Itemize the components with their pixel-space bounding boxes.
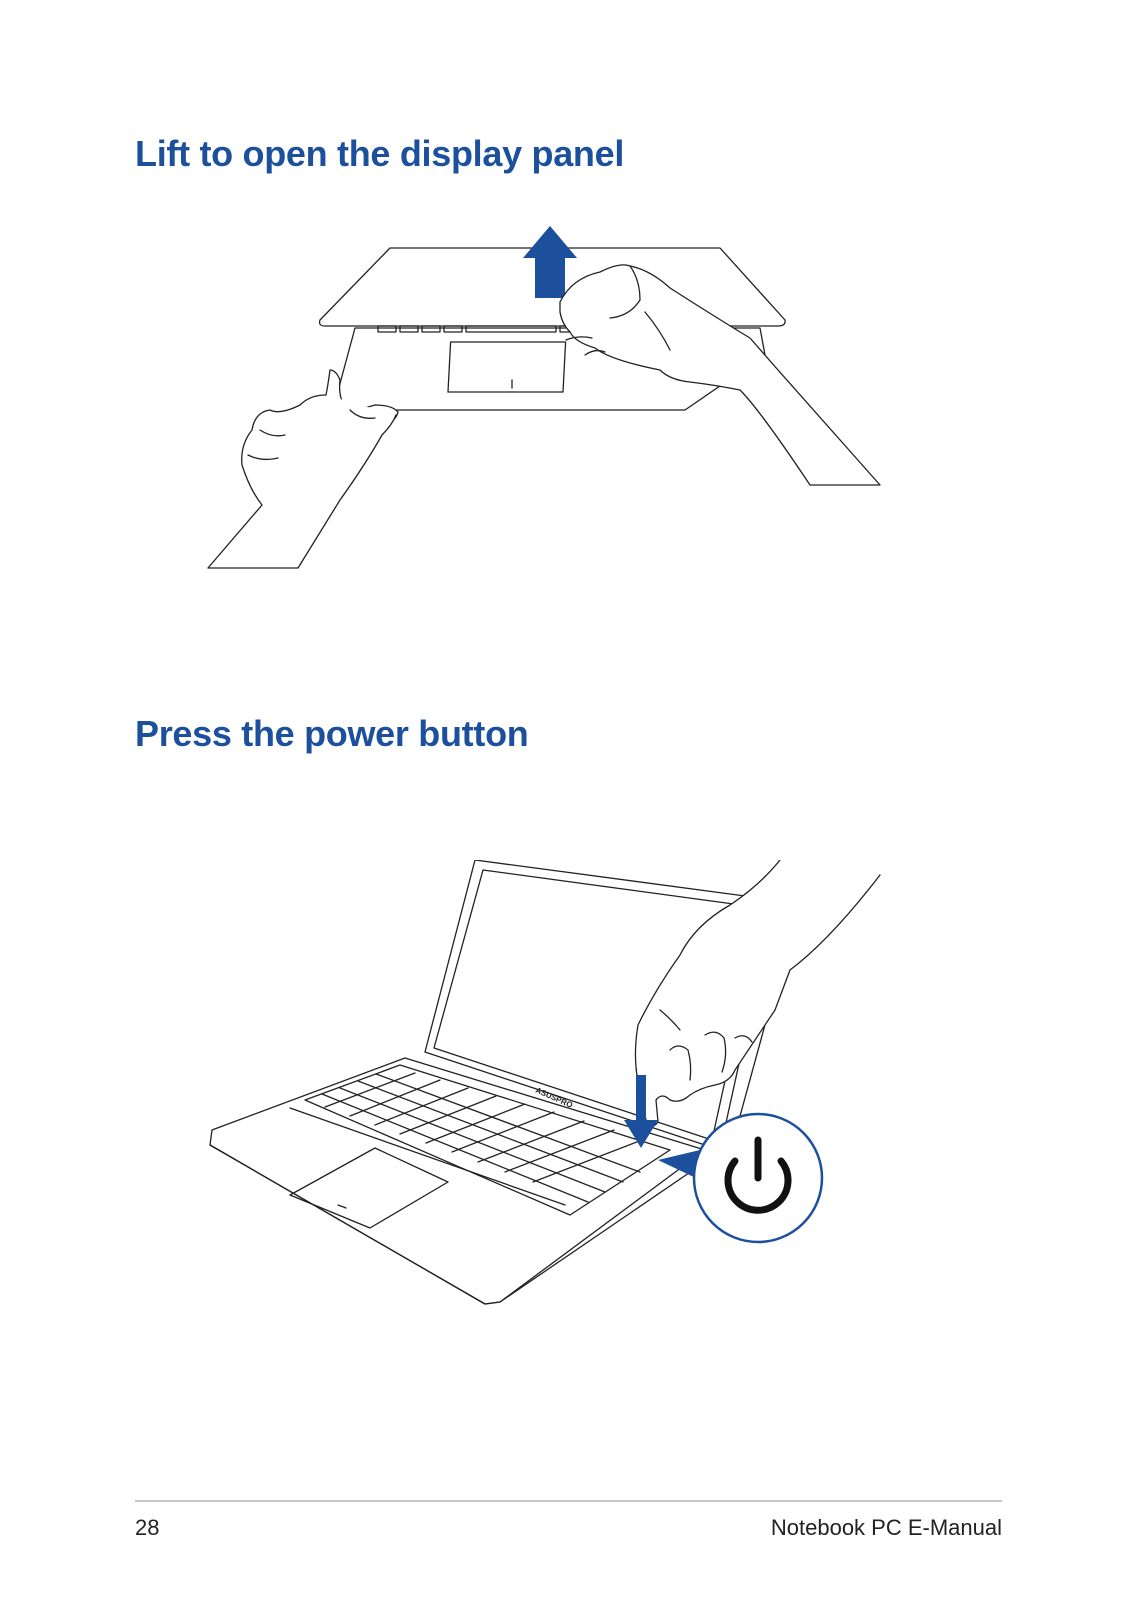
lift-arrow-icon [523, 226, 577, 298]
open-display-illustration [207, 226, 881, 569]
power-icon [692, 1112, 824, 1244]
press-arrow-icon [624, 1075, 658, 1148]
page-number: 28 [135, 1515, 160, 1540]
section-title-power-button: Press the power button [135, 713, 529, 754]
manual-title: Notebook PC E-Manual [770, 1515, 1002, 1540]
section-title-open-display: Lift to open the display panel [135, 133, 625, 174]
footer-divider [135, 1500, 1002, 1502]
power-button-illustration: ASUSPRO [209, 860, 881, 1305]
